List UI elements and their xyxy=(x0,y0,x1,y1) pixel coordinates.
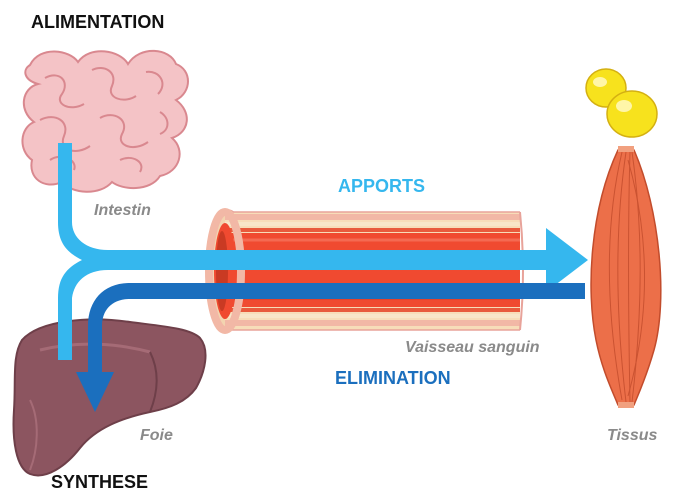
liver-icon xyxy=(14,319,206,475)
synthese-label: SYNTHESE xyxy=(51,472,148,493)
vaisseau-label: Vaisseau sanguin xyxy=(405,339,540,357)
intestine-icon xyxy=(22,51,188,192)
intestin-label: Intestin xyxy=(94,202,151,220)
alimentation-label: ALIMENTATION xyxy=(31,12,164,33)
muscle-icon xyxy=(591,146,661,408)
elimination-label: ELIMINATION xyxy=(335,368,451,389)
apports-label: APPORTS xyxy=(338,176,425,197)
foie-label: Foie xyxy=(140,427,173,445)
lipid-droplet-icon xyxy=(586,69,657,137)
tissus-label: Tissus xyxy=(607,427,657,445)
